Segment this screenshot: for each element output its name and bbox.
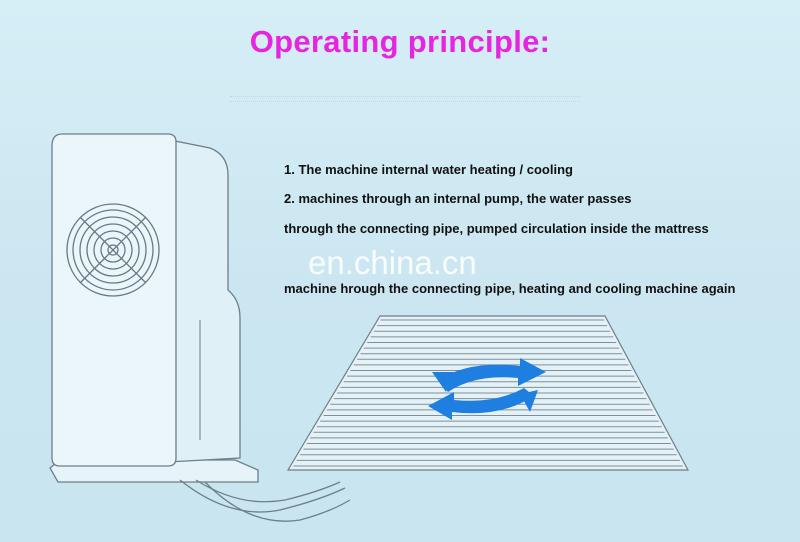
- principle-line-1: 1. The machine internal water heating / …: [284, 162, 573, 177]
- principle-line-2: 2. machines through an internal pump, th…: [284, 191, 632, 206]
- mattress-illustration: [286, 315, 690, 471]
- connecting-pipes: [179, 479, 351, 522]
- machine-illustration: [49, 133, 259, 483]
- principle-line-4: machine hrough the connecting pipe, heat…: [284, 281, 736, 296]
- watermark: en.china.cn: [308, 244, 477, 281]
- page-title: Operating principle:: [249, 24, 551, 59]
- decorative-divider: [230, 96, 580, 102]
- principle-line-3: through the connecting pipe, pumped circ…: [284, 221, 709, 236]
- fan-grill-icon: [66, 203, 160, 297]
- circulation-arrows-icon: [428, 358, 546, 420]
